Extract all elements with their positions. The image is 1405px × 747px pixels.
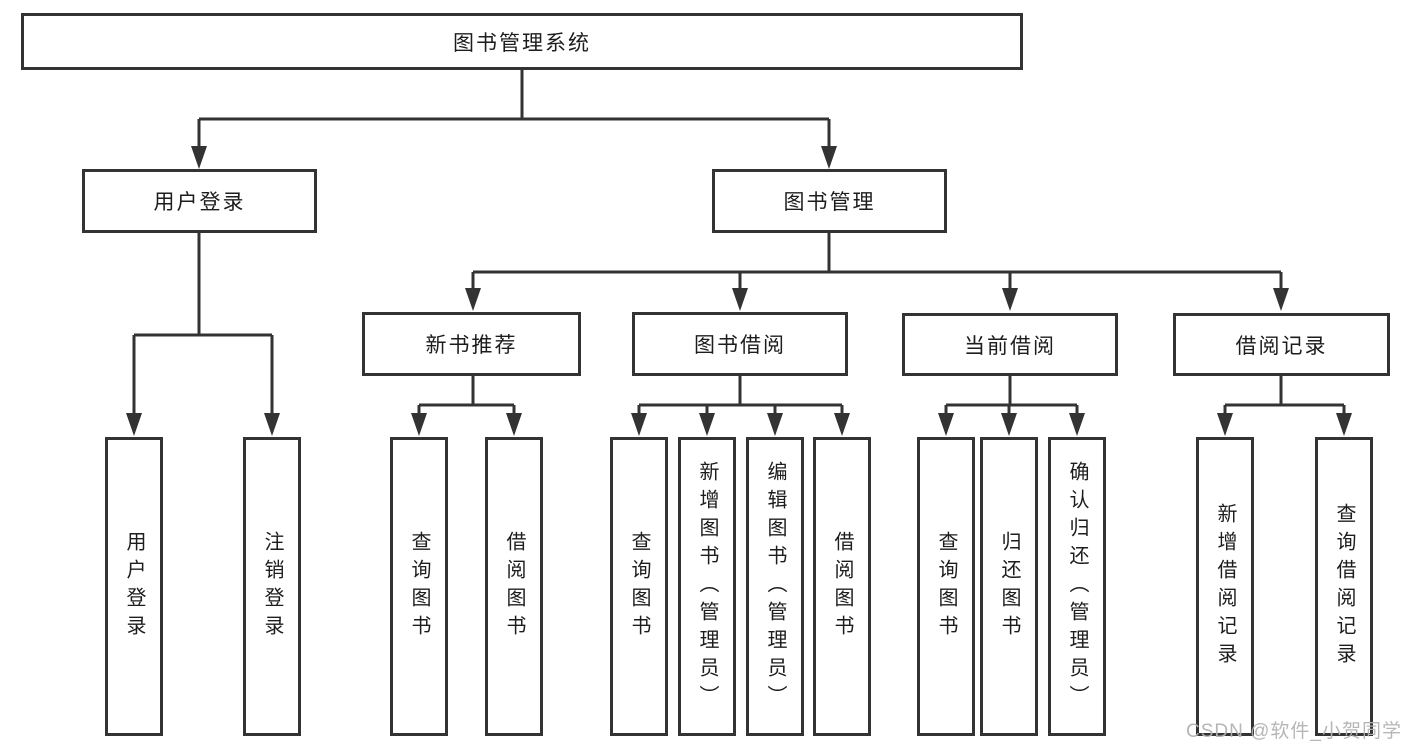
leaf-query-books-recommend: 查询图书 — [390, 437, 448, 736]
leaf-label: 注销登录 — [261, 530, 283, 643]
leaf-return-books: 归还图书 — [980, 437, 1038, 736]
leaf-label: 新增借阅记录 — [1214, 502, 1236, 671]
leaf-query-books-borrow: 查询图书 — [610, 437, 668, 736]
leaf-add-books-admin: 新增图书（管理员） — [678, 437, 736, 736]
leaf-label: 确认归还（管理员） — [1066, 460, 1088, 713]
node-current-borrowing: 当前借阅 — [902, 313, 1118, 376]
leaf-label: 归还图书 — [998, 530, 1020, 643]
leaf-label: 查询借阅记录 — [1333, 502, 1355, 671]
node-user-login: 用户登录 — [82, 169, 317, 233]
node-new-book-recommendation: 新书推荐 — [362, 312, 581, 376]
leaf-borrow-books-recommend: 借阅图书 — [485, 437, 543, 736]
csdn-watermark: CSDN @软件_小贺同学 — [1186, 721, 1402, 742]
leaf-confirm-return-admin: 确认归还（管理员） — [1048, 437, 1106, 736]
leaf-add-borrow-record: 新增借阅记录 — [1196, 437, 1254, 736]
node-book-management: 图书管理 — [712, 169, 947, 233]
leaf-query-books-current: 查询图书 — [917, 437, 975, 736]
leaf-edit-books-admin: 编辑图书（管理员） — [746, 437, 804, 736]
leaf-label: 查询图书 — [935, 530, 957, 643]
leaf-label: 借阅图书 — [831, 530, 853, 643]
leaf-query-borrow-record: 查询借阅记录 — [1315, 437, 1373, 736]
leaf-label: 新增图书（管理员） — [696, 460, 718, 713]
leaf-logout: 注销登录 — [243, 437, 301, 736]
leaf-label: 查询图书 — [408, 530, 430, 643]
leaf-user-login: 用户登录 — [105, 437, 163, 736]
node-root-library-system: 图书管理系统 — [21, 13, 1023, 70]
leaf-borrow-books: 借阅图书 — [813, 437, 871, 736]
node-borrowing-records: 借阅记录 — [1173, 313, 1390, 376]
node-book-borrowing: 图书借阅 — [632, 312, 848, 376]
leaf-label: 借阅图书 — [503, 530, 525, 643]
leaf-label: 查询图书 — [628, 530, 650, 643]
leaf-label: 编辑图书（管理员） — [764, 460, 786, 713]
leaf-label: 用户登录 — [123, 530, 145, 643]
